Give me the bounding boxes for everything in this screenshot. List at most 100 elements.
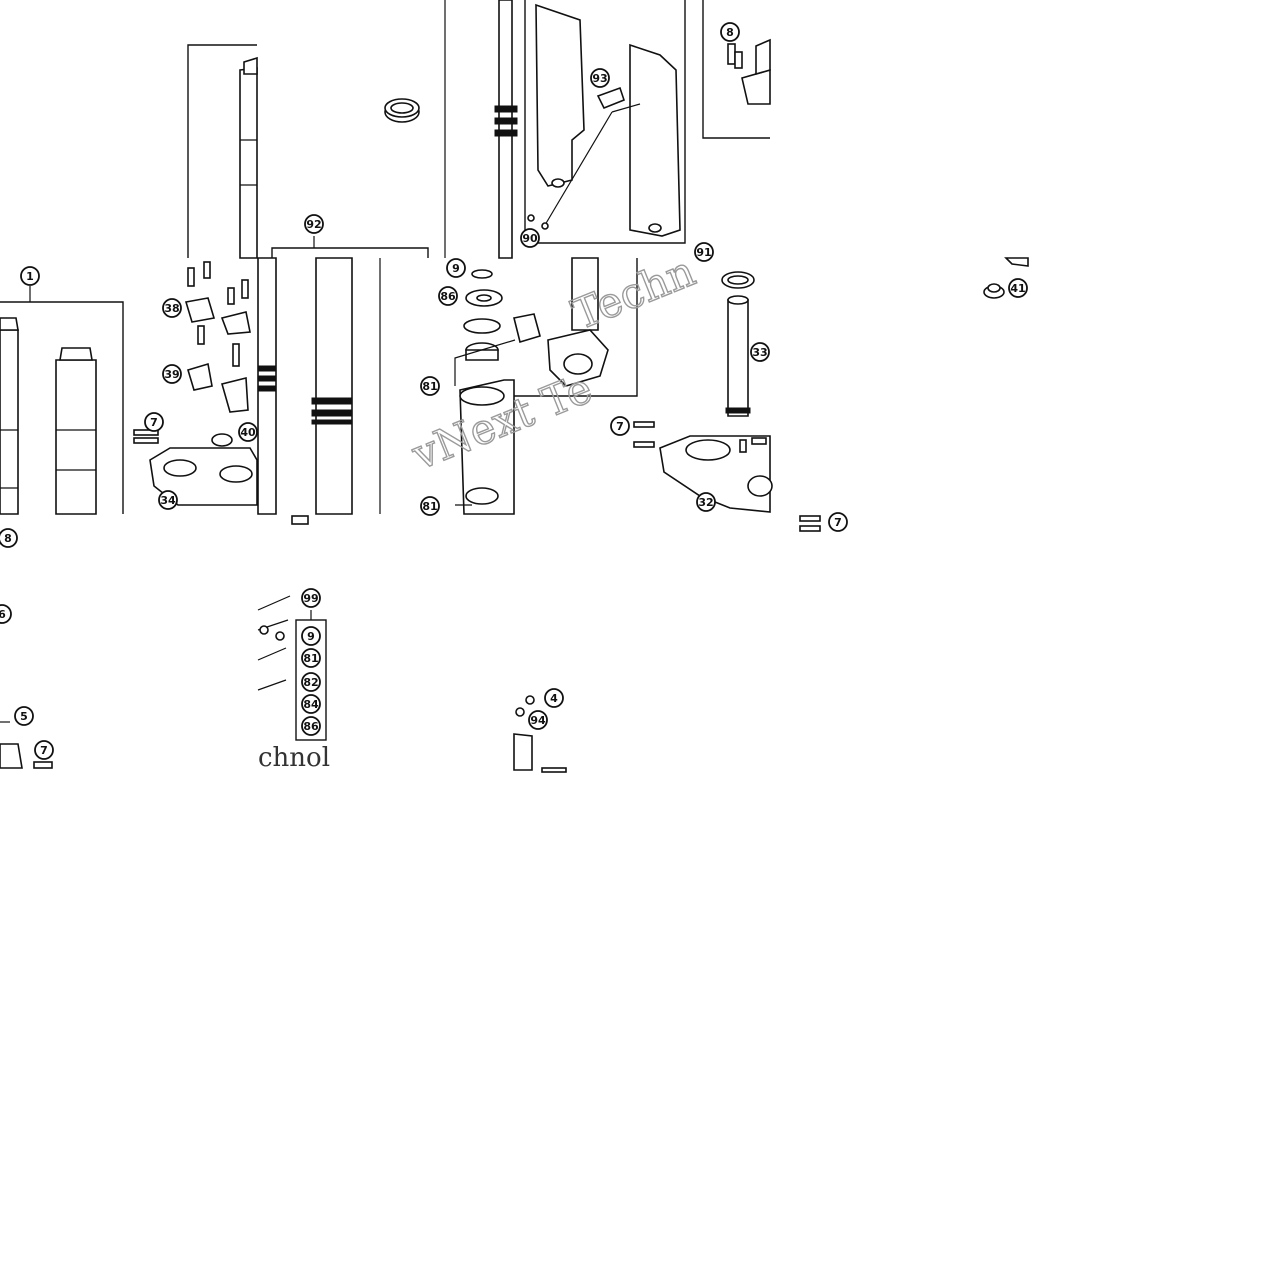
callout-circle [520,228,540,248]
callout-c7c: 7 [828,512,848,532]
callout-c90: 90 [520,228,540,248]
callout-circle [544,688,564,708]
callout-number: 6 [0,608,6,621]
callout-circle [610,416,630,436]
callout-k84: 84 [301,694,321,714]
callout-number: 32 [698,496,713,509]
callout-circle [446,258,466,278]
callout-c7d: 7 [34,740,54,760]
lower-fasteners [0,515,821,773]
callout-c41: 41 [1008,278,1028,298]
callout-circle [1008,278,1028,298]
callout-c91a: 91 [694,242,714,262]
callout-k82: 82 [301,672,321,692]
callout-c33: 33 [750,342,770,362]
fork-legs-pair [0,286,124,515]
callout-circle [34,740,54,760]
callout-k9: 9 [301,626,321,646]
fork-leg-upper-left [187,44,258,259]
callout-circle [301,626,321,646]
callout-circle [144,412,164,432]
callout-c39: 39 [162,364,182,384]
callout-circle [304,214,324,234]
callout-number: 94 [530,714,546,727]
callout-number: 81 [303,652,318,665]
callout-number: 7 [834,516,842,529]
callout-number: 8 [726,26,734,39]
fork-guards [494,0,686,259]
callout-number: 38 [164,302,179,315]
callout-circle [694,242,714,262]
callout-circle [420,376,440,396]
callout-number: 1 [26,270,34,283]
callout-c8b: 8 [0,528,18,548]
callout-c1: 1 [20,266,40,286]
callout-circle [301,648,321,668]
callout-c8a: 8 [720,22,740,42]
callout-number: 7 [616,420,624,433]
watermark-text-c: chnol [258,743,330,773]
callout-circle [301,588,321,608]
callout-c4: 4 [544,688,564,708]
callout-number: 91 [696,246,711,259]
callout-number: 41 [1010,282,1025,295]
callout-circle [301,672,321,692]
callout-number: 8 [4,532,12,545]
callout-number: 4 [550,692,558,705]
lower-triple-clamp [133,261,258,506]
callout-circle [750,342,770,362]
callout-number: 86 [303,720,319,733]
callout-circle [14,706,34,726]
callout-number: 99 [303,592,318,605]
callout-c93: 93 [590,68,610,88]
callout-number: 92 [306,218,321,231]
callout-c7b: 7 [610,416,630,436]
callout-circle [438,286,458,306]
callout-number: 39 [164,368,179,381]
callout-circle [420,496,440,516]
callout-c94: 94 [528,710,548,730]
callout-number: 7 [40,744,48,757]
callout-c32: 32 [696,492,716,512]
callout-number: 9 [307,630,315,643]
callout-circle [301,694,321,714]
callout-circle [720,22,740,42]
callout-number: 81 [422,500,437,513]
callout-c9: 9 [446,258,466,278]
callout-circle [528,710,548,730]
callout-number: 33 [752,346,767,359]
callout-c34: 34 [158,490,178,510]
cap-nut [983,257,1029,299]
callout-circle [590,68,610,88]
callout-circle [162,364,182,384]
callout-circle [162,298,182,318]
callout-number: 93 [592,72,607,85]
callout-circle [0,604,12,624]
callout-number: 90 [522,232,538,245]
callout-c5: 5 [14,706,34,726]
callout-k86: 86 [301,716,321,736]
callout-c6: 6 [0,604,12,624]
callout-number: 82 [303,676,318,689]
seal-ring-part [384,0,446,258]
callout-c86: 86 [438,286,458,306]
callout-number: 7 [150,416,158,429]
callout-number: 34 [160,494,176,507]
callout-c40: 40 [238,422,258,442]
callout-number: 81 [422,380,437,393]
kit-box [295,610,327,741]
callout-c81b: 81 [420,496,440,516]
callout-c7a: 7 [144,412,164,432]
callout-c38: 38 [162,298,182,318]
callout-circle [158,490,178,510]
hatch-lines [257,595,291,691]
inner-fork-tube [257,236,429,515]
callout-c81a: 81 [420,376,440,396]
callout-circle [0,528,18,548]
callout-number: 84 [303,698,319,711]
callout-number: 9 [452,262,460,275]
callout-labels: 1893909192986818138394073433732417865799… [0,22,1028,760]
callout-number: 86 [440,290,456,303]
callout-circle [696,492,716,512]
